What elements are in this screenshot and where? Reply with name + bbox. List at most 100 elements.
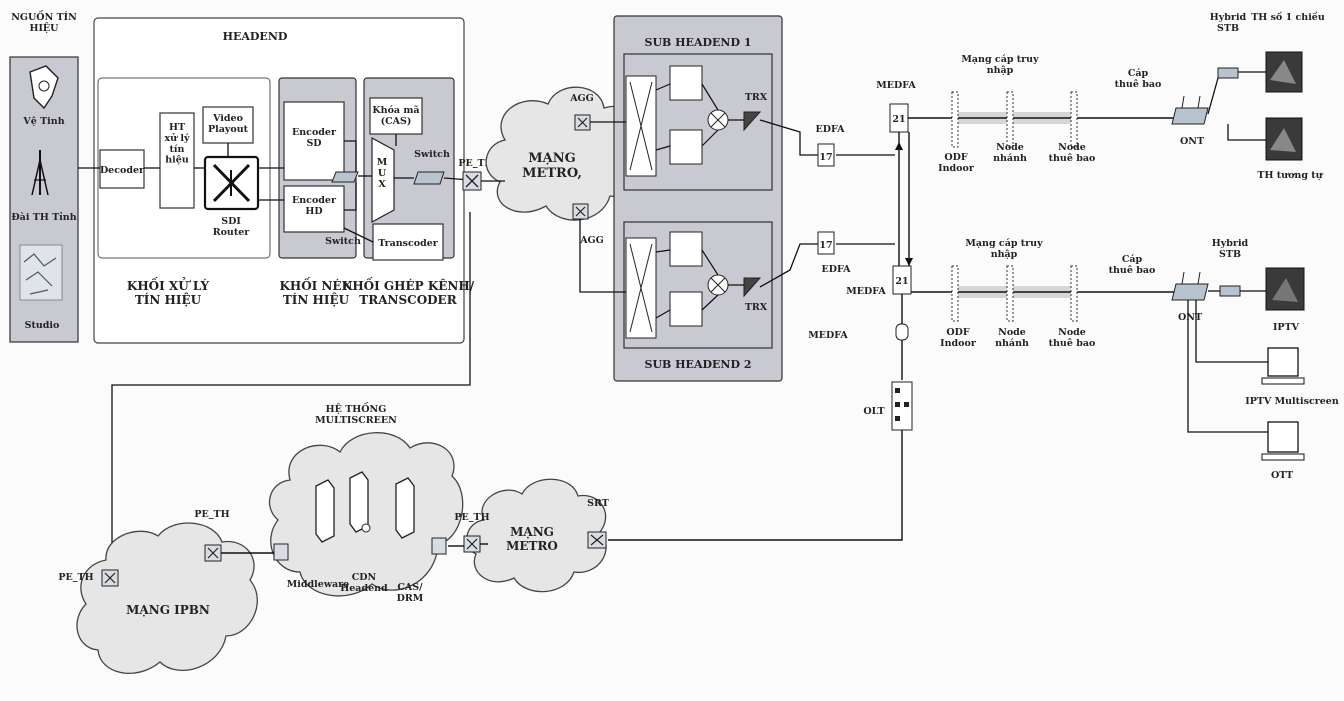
agg-bottom-label: AGG: [579, 235, 604, 246]
cas-box: [369, 97, 423, 135]
pe-th-3-label: PE_TH: [194, 509, 229, 520]
pe-th-1-label: PE_TH: [458, 158, 493, 169]
metro-wires: [481, 119, 895, 293]
trx-bottom-label: TRX: [745, 302, 768, 313]
medfa-top-label: MEDFA: [876, 80, 916, 91]
edfa-top-icon: 17: [817, 143, 835, 167]
coupler-icon: [895, 323, 909, 341]
multiscreen-edge-routers: [273, 537, 447, 561]
pe-th-2-label: PE_TH: [58, 572, 93, 583]
cdn-server-icon: [349, 471, 371, 533]
ott-label: OTT: [1271, 470, 1293, 481]
cas-drm-server-icon: [395, 477, 415, 539]
svg-text:21: 21: [892, 114, 905, 125]
satellite-icon: [29, 65, 59, 110]
ont-top-icon: [1171, 95, 1209, 125]
node-nhanh-top-icon: [1006, 91, 1014, 148]
switch1-icon: [413, 171, 445, 185]
encoder-hd-box: [283, 185, 345, 233]
tower-label: Đài TH Tỉnh: [11, 212, 76, 223]
th-tuong-tu-label: TH tương tự: [1257, 170, 1323, 181]
pe-th-4-label: PE_TH: [454, 512, 489, 523]
ont-bottom-label: ONT: [1178, 312, 1202, 323]
headend-wires: [78, 134, 471, 560]
sub2-modules: [625, 231, 762, 339]
iptv-label: IPTV: [1273, 322, 1300, 333]
node-tb-top-icon: [1070, 91, 1078, 148]
switch2-icon: [331, 171, 359, 183]
middleware-label: Middleware: [287, 579, 349, 590]
decoder-box: [99, 149, 145, 189]
cas-drm-label: CAS/DRM: [397, 582, 424, 604]
sub1-modules: [625, 65, 762, 177]
studio-icon: [19, 244, 63, 301]
sub-headend-1-title: SUB HEADEND 1: [645, 36, 752, 49]
pe-th-router-4: [463, 535, 481, 553]
ipbn-cloud: [76, 522, 258, 674]
srt-label: SRT: [587, 498, 609, 509]
middleware-server-icon: [315, 479, 335, 543]
th-so-label: TH số 1 chiều: [1251, 11, 1325, 23]
edfa-top-label: EDFA: [815, 124, 845, 135]
hybrid-stb-bottom-icon: [1219, 285, 1241, 297]
metro-cloud-2: [466, 478, 607, 593]
ht-xuly-box: [159, 112, 195, 209]
pe-th-router-3: [204, 544, 222, 562]
multiscreen-wires: [221, 543, 488, 554]
odf-bottom-icon: [951, 265, 959, 322]
sdi-router-icon: [212, 163, 251, 203]
olt-label: OLT: [863, 406, 884, 417]
agg-router-top: [574, 114, 591, 131]
switch2-label: Switch: [325, 236, 361, 247]
svg-text:21: 21: [895, 276, 908, 287]
studio-label: Studio: [25, 320, 60, 331]
pe-th-router-2: [101, 569, 119, 587]
agg-top-label: AGG: [569, 93, 594, 104]
switch1-label: Switch: [414, 149, 450, 160]
medfa-low-label: MEDFA: [808, 330, 848, 341]
tv-top-1-icon: [1265, 51, 1303, 93]
fiber-trunk: [608, 132, 910, 541]
medfa-mid-icon: 21: [892, 265, 912, 295]
trunk-arrows: [895, 142, 913, 266]
mux-shape: [371, 136, 395, 224]
ont-top-label: ONT: [1180, 136, 1204, 147]
sub-headend-2-title: SUB HEADEND 2: [645, 358, 752, 371]
ipbn-label: MẠNG IPBN: [126, 603, 210, 617]
satellite-label: Vệ Tinh: [22, 116, 64, 127]
medfa-mid-label: MEDFA: [846, 286, 886, 297]
agg-router-bottom: [572, 203, 589, 220]
cas-label: Khóa mã(CAS): [372, 105, 419, 127]
decoder-label: Decoder: [100, 165, 145, 176]
transcoder-label: Transcoder: [378, 238, 439, 249]
node-nhanh-bottom-icon: [1006, 265, 1014, 322]
svg-text:17: 17: [819, 152, 832, 163]
ont-bottom-wires: [1187, 290, 1268, 433]
monitor-ott-icon: [1261, 421, 1305, 461]
odf-top-icon: [951, 91, 959, 148]
